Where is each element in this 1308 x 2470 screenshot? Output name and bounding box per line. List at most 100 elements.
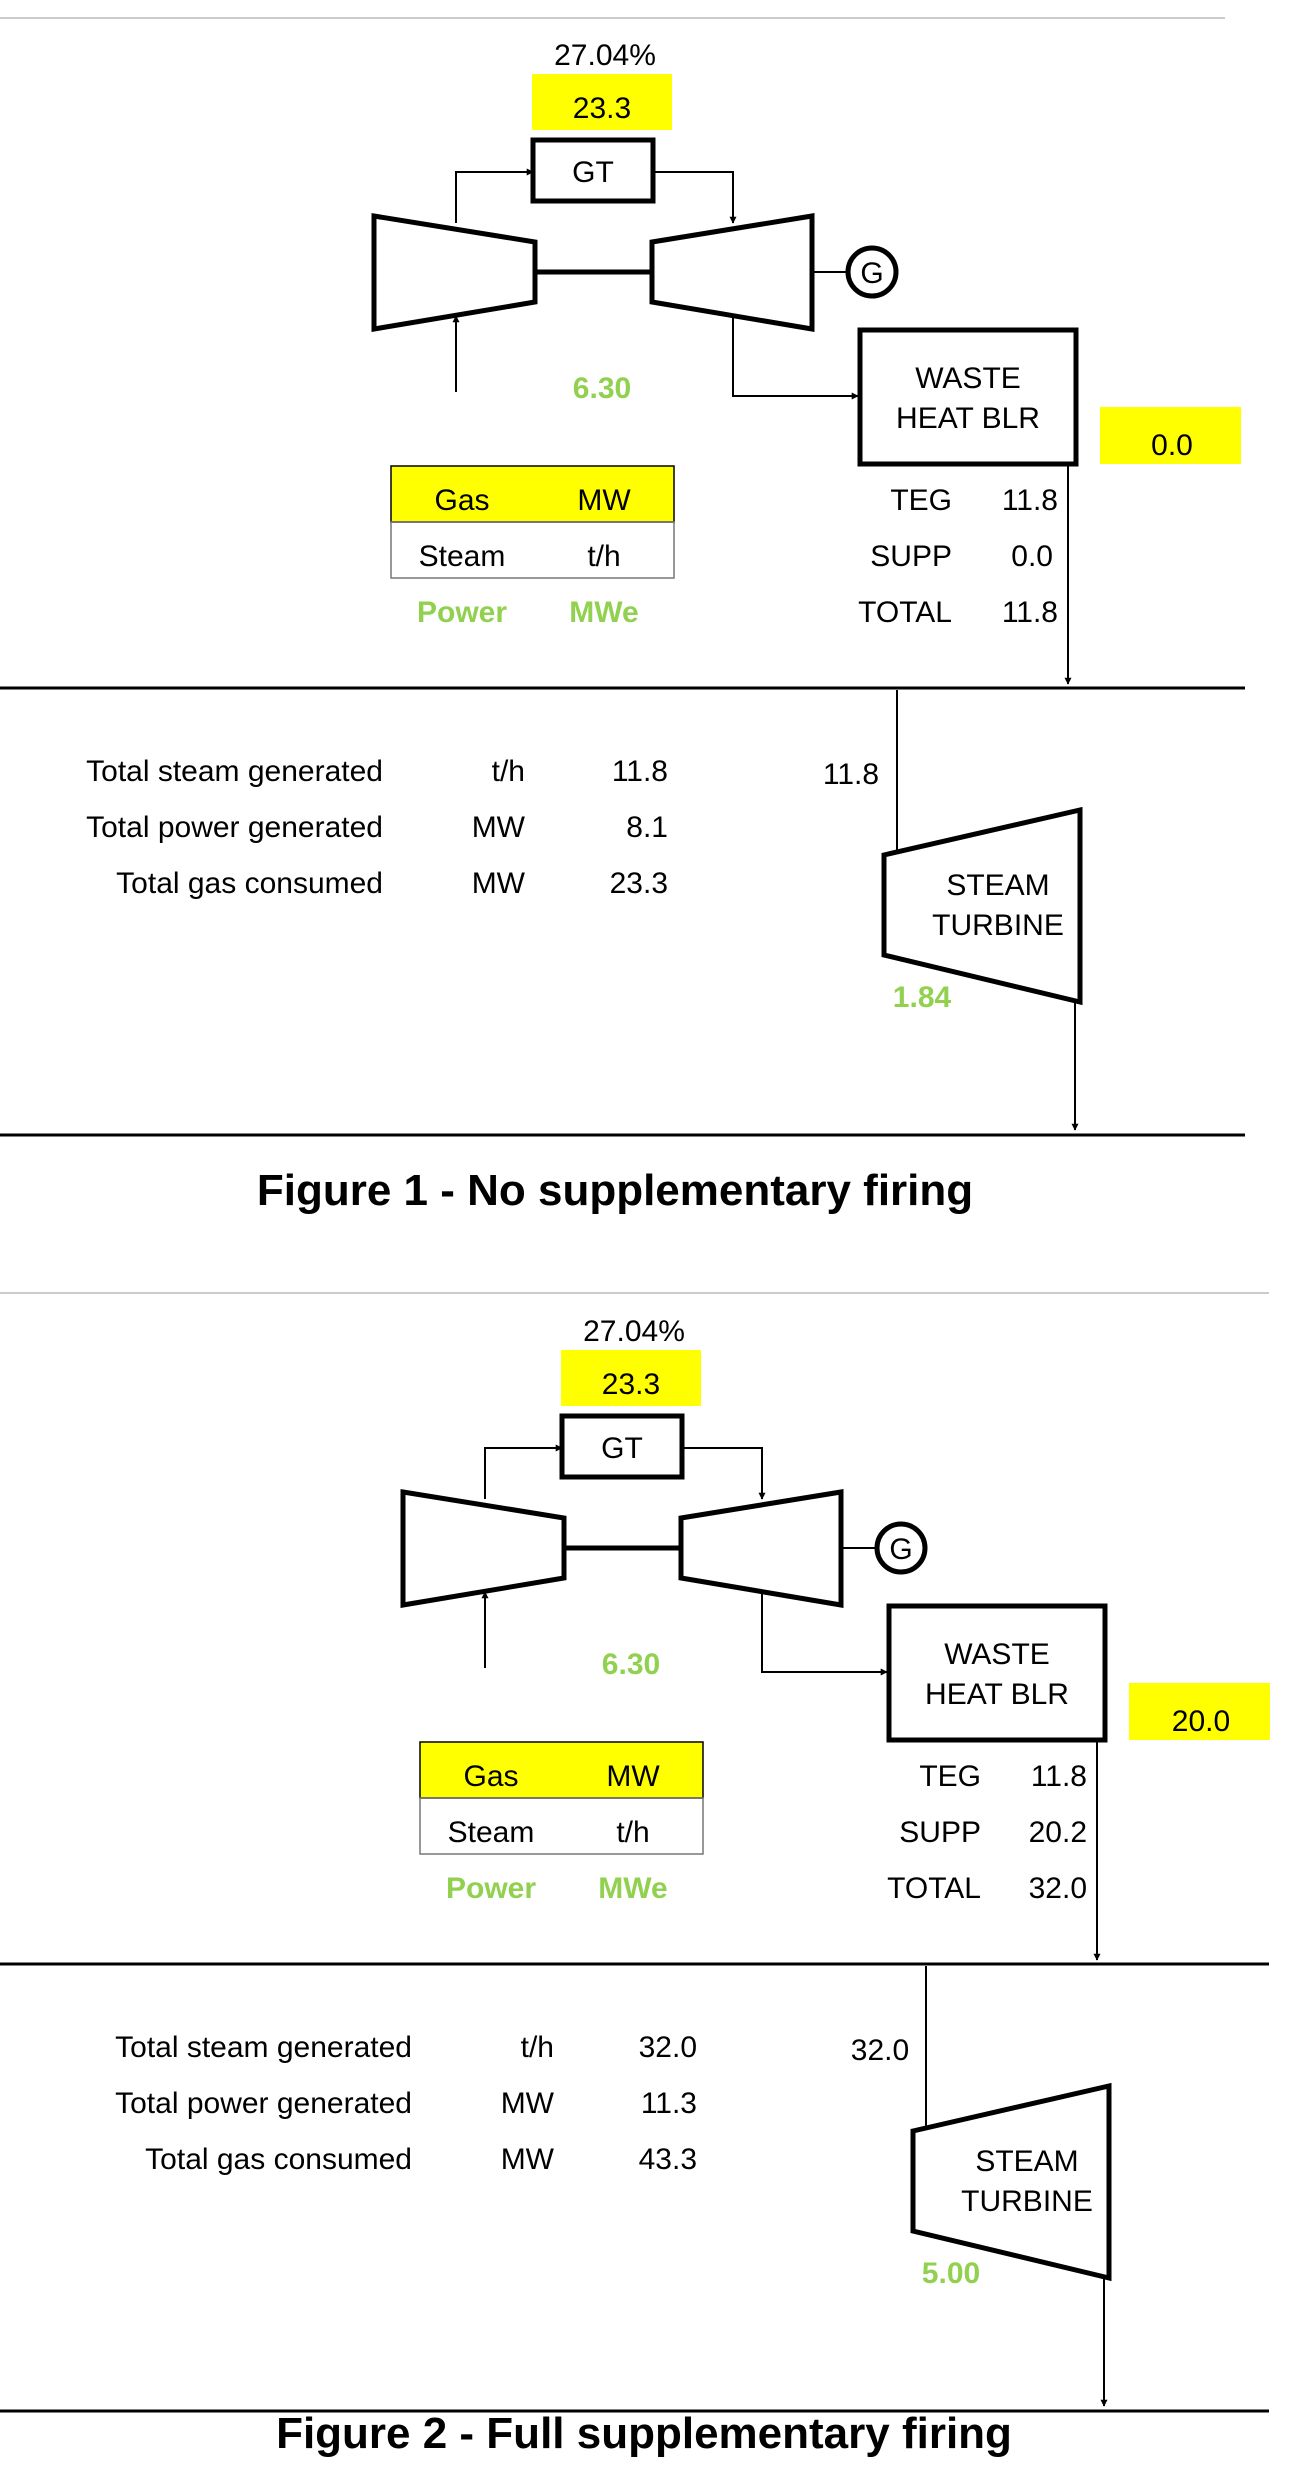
legend-steam-unit: t/h xyxy=(616,1816,649,1849)
summary-power-value: 8.1 xyxy=(626,811,668,844)
summary-gas-label: Total gas consumed xyxy=(116,867,383,900)
waste-heat-boiler-box xyxy=(857,327,1079,467)
figure-1: 27.04% 23.3 GT G 6.30 WASTE HEAT BLR 0.0… xyxy=(0,17,1245,1215)
summary-power-unit: MW xyxy=(501,2087,555,2120)
boiler-steam-table: TEG 11.8 SUPP 0.0 TOTAL 11.8 xyxy=(858,484,1058,629)
exhaust-to-boiler-arrow xyxy=(732,318,859,400)
legend-power-unit: MWe xyxy=(598,1872,667,1905)
generator-label: G xyxy=(889,1533,912,1566)
legend-gas-unit: MW xyxy=(577,484,631,517)
legend-box: Gas MW Steam t/h Power MWe xyxy=(419,1741,704,1905)
supp-value: 0.0 xyxy=(1011,540,1053,573)
gt-efficiency: 27.04% xyxy=(583,1315,685,1348)
gt-efficiency: 27.04% xyxy=(554,39,656,72)
legend-power: Power xyxy=(417,596,507,629)
steam-flow-value: 11.8 xyxy=(823,758,879,791)
st-label-line1: STEAM xyxy=(946,869,1049,902)
gt-power-output: 6.30 xyxy=(573,372,631,405)
figure-caption: Figure 2 - Full supplementary firing xyxy=(276,2409,1012,2458)
legend-steam: Steam xyxy=(419,540,506,573)
supp-label: SUPP xyxy=(899,1816,981,1849)
supp-gas-value: 20.0 xyxy=(1172,1705,1230,1738)
summary-power-unit: MW xyxy=(472,811,526,844)
teg-value: 11.8 xyxy=(1002,484,1058,517)
legend-gas-row xyxy=(419,1741,704,1799)
supp-gas-value: 0.0 xyxy=(1151,429,1193,462)
supp-label: SUPP xyxy=(870,540,952,573)
teg-label: TEG xyxy=(919,1760,981,1793)
summary-gas-value: 43.3 xyxy=(639,2143,697,2176)
total-label: TOTAL xyxy=(887,1872,981,1905)
summary-steam-unit: t/h xyxy=(492,755,525,788)
summary-table: Total steam generated t/h 32.0 Total pow… xyxy=(115,2031,697,2176)
teg-label: TEG xyxy=(890,484,952,517)
exhaust-to-boiler-arrow xyxy=(761,1594,888,1676)
legend-box: Gas MW Steam t/h Power MWe xyxy=(390,465,675,629)
supp-gas-highlight xyxy=(1129,1683,1270,1740)
gas-turbine-shape xyxy=(649,213,815,332)
air-to-combustor-arrow xyxy=(484,1444,563,1499)
legend-gas-unit: MW xyxy=(606,1760,660,1793)
gt-gas-highlight xyxy=(561,1350,701,1406)
teg-value: 11.8 xyxy=(1031,1760,1087,1793)
total-label: TOTAL xyxy=(858,596,952,629)
summary-gas-label: Total gas consumed xyxy=(145,2143,412,2176)
gt-label: GT xyxy=(601,1432,643,1465)
figure-2: 27.04% 23.3 GT G 6.30 WASTE HEAT BLR 20.… xyxy=(0,1292,1270,2458)
steam-flow-value: 32.0 xyxy=(851,2034,909,2067)
gt-gas-value: 23.3 xyxy=(573,92,631,125)
whb-label-line2: HEAT BLR xyxy=(896,402,1040,435)
combustor-to-turbine-arrow xyxy=(653,171,737,224)
summary-gas-unit: MW xyxy=(501,2143,555,2176)
summary-steam-value: 11.8 xyxy=(612,755,668,788)
generator-circle xyxy=(845,245,899,299)
legend-gas: Gas xyxy=(434,484,489,517)
steam-turbine-shape xyxy=(910,2082,1112,2282)
supp-gas-highlight xyxy=(1100,407,1241,464)
st-power-output: 1.84 xyxy=(893,981,952,1014)
legend-power-unit: MWe xyxy=(569,596,638,629)
combustor-to-turbine-arrow xyxy=(682,1447,766,1500)
gas-turbine-shape xyxy=(678,1489,844,1608)
summary-steam-label: Total steam generated xyxy=(115,2031,412,2064)
total-value: 32.0 xyxy=(1029,1872,1087,1905)
summary-steam-label: Total steam generated xyxy=(86,755,383,788)
gt-gas-highlight xyxy=(532,74,672,130)
supp-value: 20.2 xyxy=(1029,1816,1087,1849)
total-value: 11.8 xyxy=(1002,596,1058,629)
waste-heat-boiler-box xyxy=(886,1603,1108,1743)
gt-gas-value: 23.3 xyxy=(602,1368,660,1401)
figure-caption: Figure 1 - No supplementary firing xyxy=(257,1166,973,1215)
legend-power: Power xyxy=(446,1872,536,1905)
legend-steam-row xyxy=(390,521,675,579)
legend-gas-row xyxy=(390,465,675,523)
gt-label: GT xyxy=(572,156,614,189)
st-label-line1: STEAM xyxy=(975,2145,1078,2178)
boiler-steam-table: TEG 11.8 SUPP 20.2 TOTAL 32.0 xyxy=(887,1760,1087,1905)
legend-steam-unit: t/h xyxy=(587,540,620,573)
summary-steam-value: 32.0 xyxy=(639,2031,697,2064)
compressor-shape xyxy=(371,213,538,332)
compressor-shape xyxy=(400,1489,567,1608)
summary-power-label: Total power generated xyxy=(86,811,383,844)
whb-label-line2: HEAT BLR xyxy=(925,1678,1069,1711)
gt-power-output: 6.30 xyxy=(602,1648,660,1681)
st-label-line2: TURBINE xyxy=(961,2185,1093,2218)
st-power-output: 5.00 xyxy=(922,2257,980,2290)
whb-label-line1: WASTE xyxy=(944,1638,1050,1671)
legend-steam: Steam xyxy=(448,1816,535,1849)
summary-gas-unit: MW xyxy=(472,867,526,900)
summary-power-label: Total power generated xyxy=(115,2087,412,2120)
st-label-line2: TURBINE xyxy=(932,909,1064,942)
steam-turbine-shape xyxy=(881,806,1083,1006)
summary-steam-unit: t/h xyxy=(521,2031,554,2064)
whb-label-line1: WASTE xyxy=(915,362,1021,395)
legend-gas: Gas xyxy=(463,1760,518,1793)
summary-gas-value: 23.3 xyxy=(610,867,668,900)
air-to-combustor-arrow xyxy=(455,168,534,223)
generator-label: G xyxy=(860,257,883,290)
summary-power-value: 11.3 xyxy=(641,2087,697,2120)
legend-steam-row xyxy=(419,1797,704,1855)
generator-circle xyxy=(874,1521,928,1575)
